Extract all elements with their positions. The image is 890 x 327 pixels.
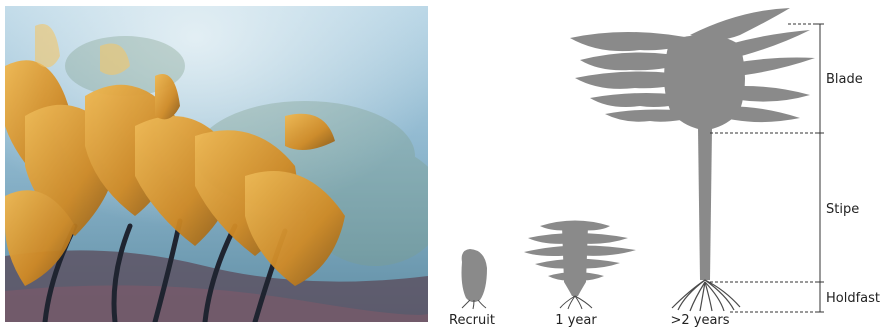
recruit-illustration [462,249,488,309]
kelp-forest-photo [5,6,428,322]
one-year-label: 1 year [555,313,597,327]
two-years-label: >2 years [670,313,729,327]
recruit-label: Recruit [449,313,495,327]
stipe-label: Stipe [826,202,859,217]
one-year-illustration [524,221,636,310]
kelp-growth-diagram: Recruit 1 year [440,0,890,327]
blade-label: Blade [826,72,863,87]
holdfast-label: Holdfast [826,291,880,306]
